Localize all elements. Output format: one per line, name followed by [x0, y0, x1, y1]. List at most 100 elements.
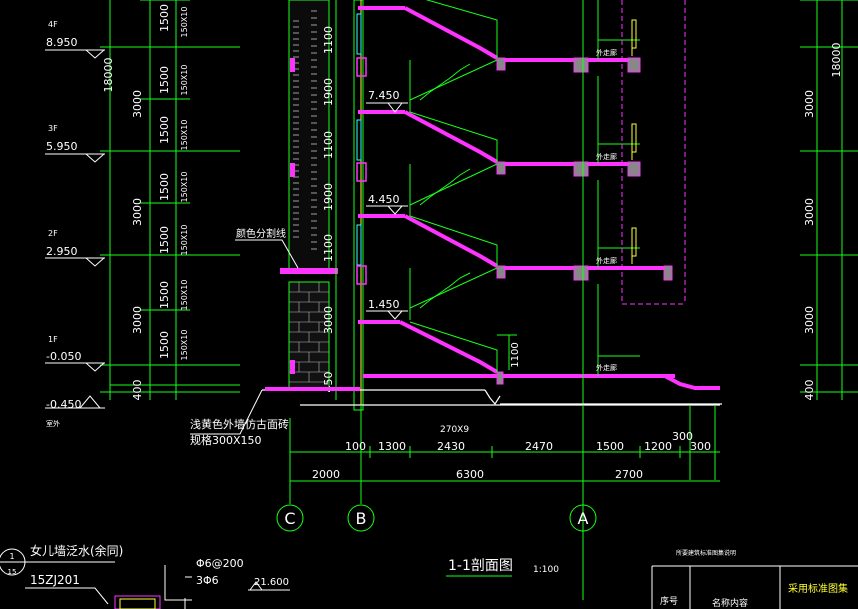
bottom-dim-texts: 100 1300 2430 2470 1500 1200 300 300 200… [312, 430, 711, 481]
tile-note-6: 150X10 [180, 280, 189, 311]
corridor-posts [631, 19, 637, 264]
dim-sub-left-4: 1500 [158, 173, 171, 201]
landing-elev-2: 4.450 [368, 193, 400, 206]
dim-storey-left-3: 3000 [131, 306, 144, 334]
corridor-lines [582, 0, 640, 600]
dim-sub-left-7: 1500 [158, 331, 171, 359]
dim-window-1: 1100 [322, 26, 335, 54]
table-col-no: 序号 [660, 595, 678, 607]
dim-base-right: 400 [803, 380, 816, 401]
dim-b-extra: 300 [672, 430, 693, 443]
dim-storey-right-1: 3000 [803, 90, 816, 118]
ground-label: 室外 [46, 419, 60, 428]
dim-c-2: 6300 [456, 468, 484, 481]
dim-b-3: 2430 [437, 440, 465, 453]
floor-label-2f: 2F [48, 229, 58, 238]
dim-b-7: 300 [690, 440, 711, 453]
dim-c-3: 2700 [615, 468, 643, 481]
floor-elev-1f: -0.050 [46, 350, 81, 363]
dim-b-4: 2470 [525, 440, 553, 453]
tile-note-5: 150X10 [180, 225, 189, 256]
dim-total-right: 18000 [830, 43, 843, 78]
landing-elev-3: 1.450 [368, 298, 400, 311]
level-markers [45, 49, 105, 409]
color-divide-label: 颜色分割线 [236, 227, 286, 240]
detail-ref: 15ZJ201 [30, 573, 80, 587]
standards-table [651, 565, 858, 609]
tile-note-2: 150X10 [180, 65, 189, 96]
ground-elev: -0.450 [46, 398, 81, 411]
dim-b-6: 1200 [644, 440, 672, 453]
dim-window-2: 1100 [322, 131, 335, 159]
detail-elevation: 21.600 [254, 577, 289, 588]
dim-total-left: 18000 [102, 58, 115, 93]
dim-base-left: 400 [131, 380, 144, 401]
dim-b-2: 1300 [378, 440, 406, 453]
corridor-label-2: 外走廊 [596, 152, 617, 161]
axis-bubbles [276, 504, 597, 532]
corridor-label-1: 外走廊 [596, 48, 617, 57]
floor-elev-4f: 8.950 [46, 36, 78, 49]
left-dim-texts: 18000 3000 3000 3000 400 1500 1500 1500 … [102, 4, 171, 401]
landing-elev-1: 7.450 [368, 89, 400, 102]
dim-sub-left-2: 1500 [158, 66, 171, 94]
dim-sub-left-6: 1500 [158, 281, 171, 309]
dim-c-1: 2000 [312, 468, 340, 481]
brick-note: 浅黄色外墙仿古面砖 [190, 417, 289, 431]
detail-rebar-2: 3Φ6 [196, 574, 219, 587]
annotation-leaders [190, 239, 299, 435]
bottom-dim-lines [289, 405, 720, 504]
floor-label-1f: 1F [48, 335, 58, 344]
window-glass [356, 224, 362, 266]
floor-elev-2f: 2.950 [46, 245, 78, 258]
axis-label-c: C [284, 509, 295, 528]
axis-b-wall [353, 0, 367, 411]
floor-elev-3f: 5.950 [46, 140, 78, 153]
table-title: 所要建筑标准图集说明 [676, 549, 736, 557]
dim-storey-left-2: 3000 [131, 198, 144, 226]
railing-height: 1100 [510, 342, 521, 367]
table-col-name: 名称内容 [712, 597, 748, 609]
detail-drawing [114, 565, 290, 609]
window-glass [356, 13, 362, 55]
dim-sub-left-1: 1500 [158, 4, 171, 32]
dashed-outline [621, 0, 686, 305]
axis-label-b: B [356, 509, 367, 528]
stair-railings [409, 0, 517, 372]
floor-label-3f: 3F [48, 124, 58, 133]
dim-b-5: 1500 [596, 440, 624, 453]
tile-notes: 150X10 150X10 150X10 150X10 150X10 150X1… [180, 7, 189, 361]
detail-index-top: 1 [9, 552, 14, 561]
brick-size: 规格300X150 [190, 433, 262, 447]
tile-note-3: 150X10 [180, 120, 189, 151]
dim-lower: 3000 [322, 306, 335, 334]
dim-pier-1: 1900 [322, 78, 335, 106]
axis-label-a: A [578, 509, 589, 528]
window-glass [356, 119, 362, 161]
exterior-wall [280, 0, 338, 390]
table-col-std: 采用标准图集 [788, 582, 848, 595]
section-scale: 1:100 [533, 565, 559, 575]
dim-sub-left-5: 1500 [158, 226, 171, 254]
dim-window-3: 1100 [322, 234, 335, 262]
tile-note-1: 150X10 [180, 7, 189, 38]
dim-storey-right-2: 3000 [803, 198, 816, 226]
right-dim-scale [800, 0, 858, 400]
stair-note: 270X9 [440, 425, 469, 435]
landing-markers [366, 102, 408, 320]
stair-beams [496, 57, 673, 385]
dim-storey-right-3: 3000 [803, 306, 816, 334]
detail-index [0, 548, 115, 605]
left-elevation-scale [100, 0, 240, 400]
tile-note-7: 150X10 [180, 330, 189, 361]
corridor-label-3: 外走廊 [596, 256, 617, 265]
dim-pier-2: 1900 [322, 183, 335, 211]
dim-b-1: 100 [345, 440, 366, 453]
floor-label-4f: 4F [48, 20, 58, 29]
detail-title: 女儿墙泛水(余同) [30, 543, 123, 558]
detail-index-bottom: 15 [8, 568, 17, 576]
right-dim-texts: 3000 3000 3000 400 18000 [803, 43, 843, 401]
dim-sub-left-3: 1500 [158, 116, 171, 144]
section-title: 1-1剖面图 [448, 558, 513, 574]
